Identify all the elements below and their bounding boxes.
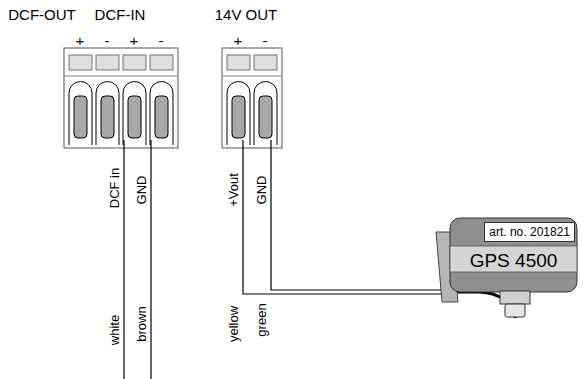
clamp	[74, 96, 87, 138]
screw-cover	[254, 55, 277, 70]
polarity-mark: +	[130, 33, 139, 48]
screw-cover	[96, 55, 119, 70]
screw-cover	[150, 55, 173, 70]
wire-color: brown	[135, 306, 148, 341]
terminal-block	[222, 48, 282, 148]
housing-band	[450, 246, 577, 272]
wires	[124, 140, 445, 379]
connector-name: DCF-OUT	[8, 7, 76, 22]
wire-color: green	[255, 303, 268, 336]
signal-name: GND	[135, 176, 148, 205]
article-number: art. no. 201821	[484, 222, 575, 242]
polarity-mark: -	[263, 33, 268, 48]
clamp	[128, 96, 141, 138]
terminal-opening	[123, 82, 146, 145]
clamp	[259, 96, 272, 138]
polarity-mark: -	[159, 33, 164, 48]
connector-name: DCF-IN	[95, 7, 146, 22]
gps-housing	[450, 218, 577, 292]
polarity-mark: +	[76, 33, 85, 48]
cable-gland	[500, 291, 530, 304]
signal-name: DCF in	[108, 168, 121, 208]
gps-device	[436, 218, 577, 317]
terminal-opening	[227, 82, 250, 145]
block-edge	[64, 76, 178, 77]
terminal-opening	[254, 82, 277, 145]
signal-name: +Vout	[227, 173, 240, 207]
terminal-opening	[69, 82, 92, 145]
terminal-blocks	[64, 48, 282, 148]
wire-color: yellow	[227, 306, 240, 342]
screw-cover	[69, 55, 92, 70]
wire	[243, 140, 445, 294]
screw-cover	[227, 55, 250, 70]
wire	[271, 140, 445, 290]
gland-nut	[505, 304, 525, 317]
clamp	[232, 96, 245, 138]
clamp	[155, 96, 168, 138]
clamp	[101, 96, 114, 138]
polarity-mark: -	[105, 33, 110, 48]
terminal-opening	[96, 82, 119, 145]
wire	[123, 140, 124, 379]
screw-cover	[123, 55, 146, 70]
terminal-opening	[150, 82, 173, 145]
wire	[150, 140, 151, 379]
gps-receiver: art. no. 201821GPS 4500	[450, 218, 577, 292]
signal-name: GND	[255, 176, 268, 205]
wire-color: white	[108, 315, 121, 345]
polarity-mark: +	[234, 33, 243, 48]
connector-name: 14V OUT	[215, 7, 278, 22]
block-edge	[222, 76, 282, 77]
terminal-block	[64, 48, 178, 148]
model-name: GPS 4500	[470, 251, 558, 270]
